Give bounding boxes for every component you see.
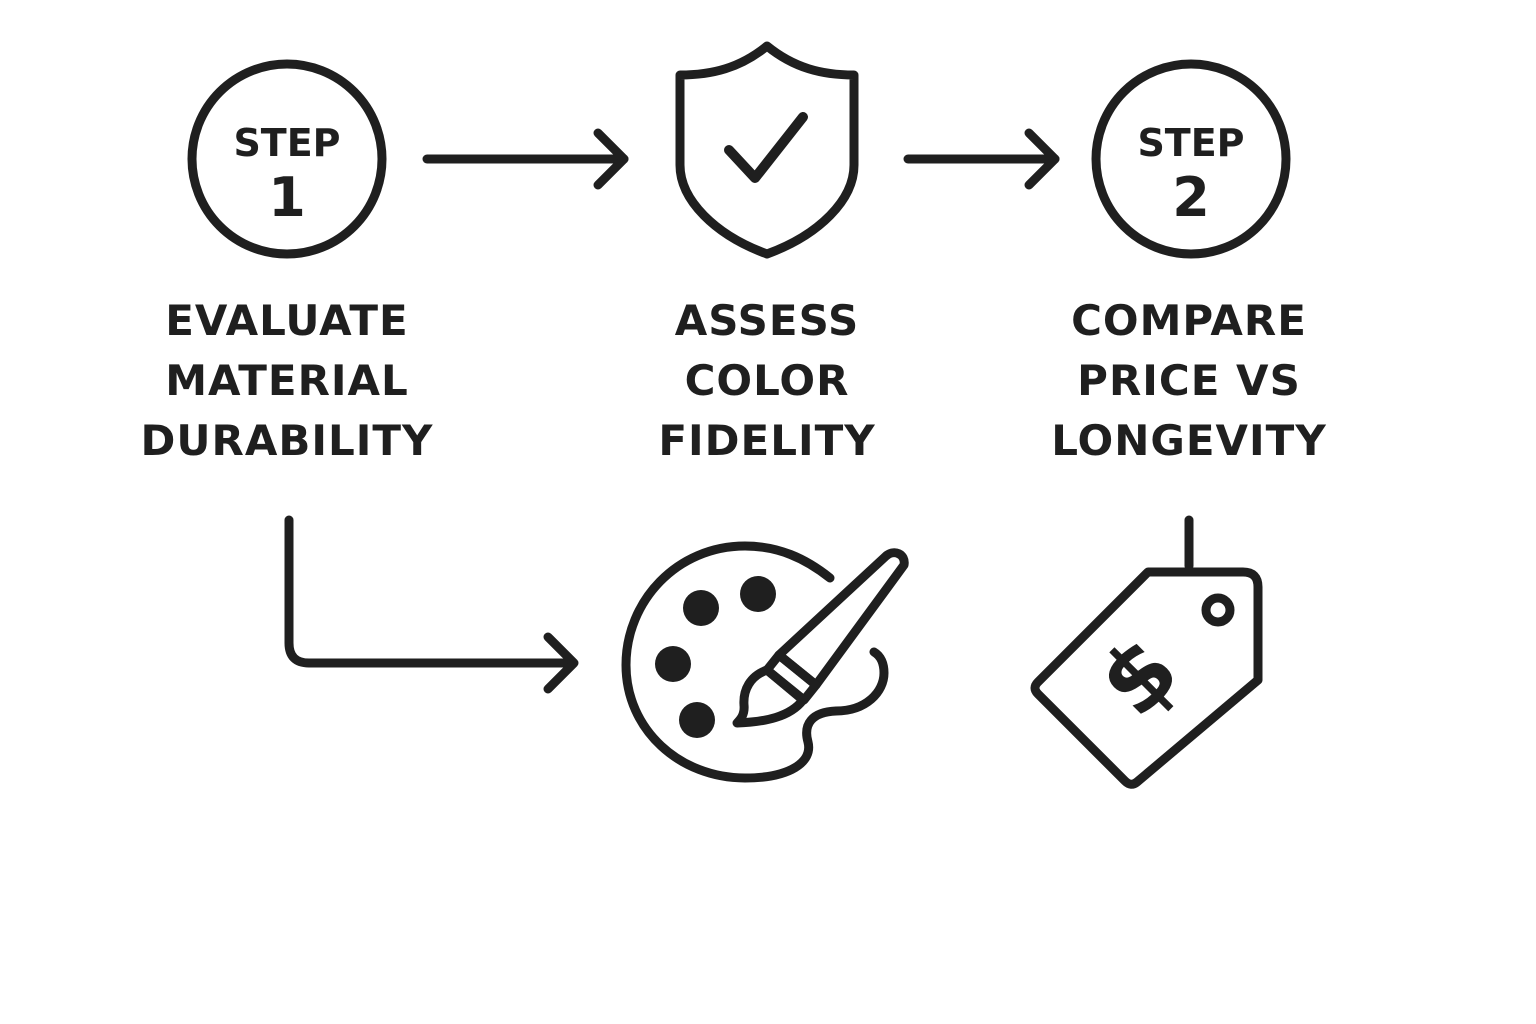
arrow-step1-to-shield (422, 128, 629, 190)
assess-color-fidelity-label: ASSESS COLOR FIDELITY (597, 291, 937, 471)
evaluate-label-line-1: EVALUATE (165, 296, 409, 345)
assess-label-line-1: ASSESS (674, 296, 860, 345)
step-1-badge-word: STEP (233, 121, 340, 165)
price-tag-dollar-symbol: $ (1078, 616, 1199, 737)
assess-label-line-2: COLOR (684, 356, 850, 405)
compare-price-longevity-label: COMPARE PRICE VS LONGEVITY (1019, 291, 1359, 471)
step-1-badge: STEP 1 (187, 59, 387, 259)
evaluate-material-durability-label: EVALUATE MATERIAL DURABILITY (117, 291, 457, 471)
palette-brush-icon (621, 541, 909, 783)
step-2-badge: STEP 2 (1091, 59, 1291, 259)
evaluate-label-line-2: MATERIAL (165, 356, 409, 405)
shield-check-icon (675, 41, 859, 259)
step-2-badge-word: STEP (1137, 121, 1244, 165)
arrow-shield-to-step2 (903, 128, 1060, 190)
step-2-badge-number: 2 (1172, 166, 1210, 229)
step-1-badge-number: 1 (268, 166, 306, 229)
compare-label-line-3: LONGEVITY (1051, 416, 1327, 465)
evaluate-label-line-3: DURABILITY (140, 416, 434, 465)
assess-label-line-3: FIDELITY (658, 416, 876, 465)
elbow-arrow-to-palette (284, 515, 579, 694)
compare-label-line-2: PRICE VS (1077, 356, 1301, 405)
price-tag-dollar-icon: $ (1030, 515, 1263, 789)
compare-label-line-1: COMPARE (1071, 296, 1307, 345)
